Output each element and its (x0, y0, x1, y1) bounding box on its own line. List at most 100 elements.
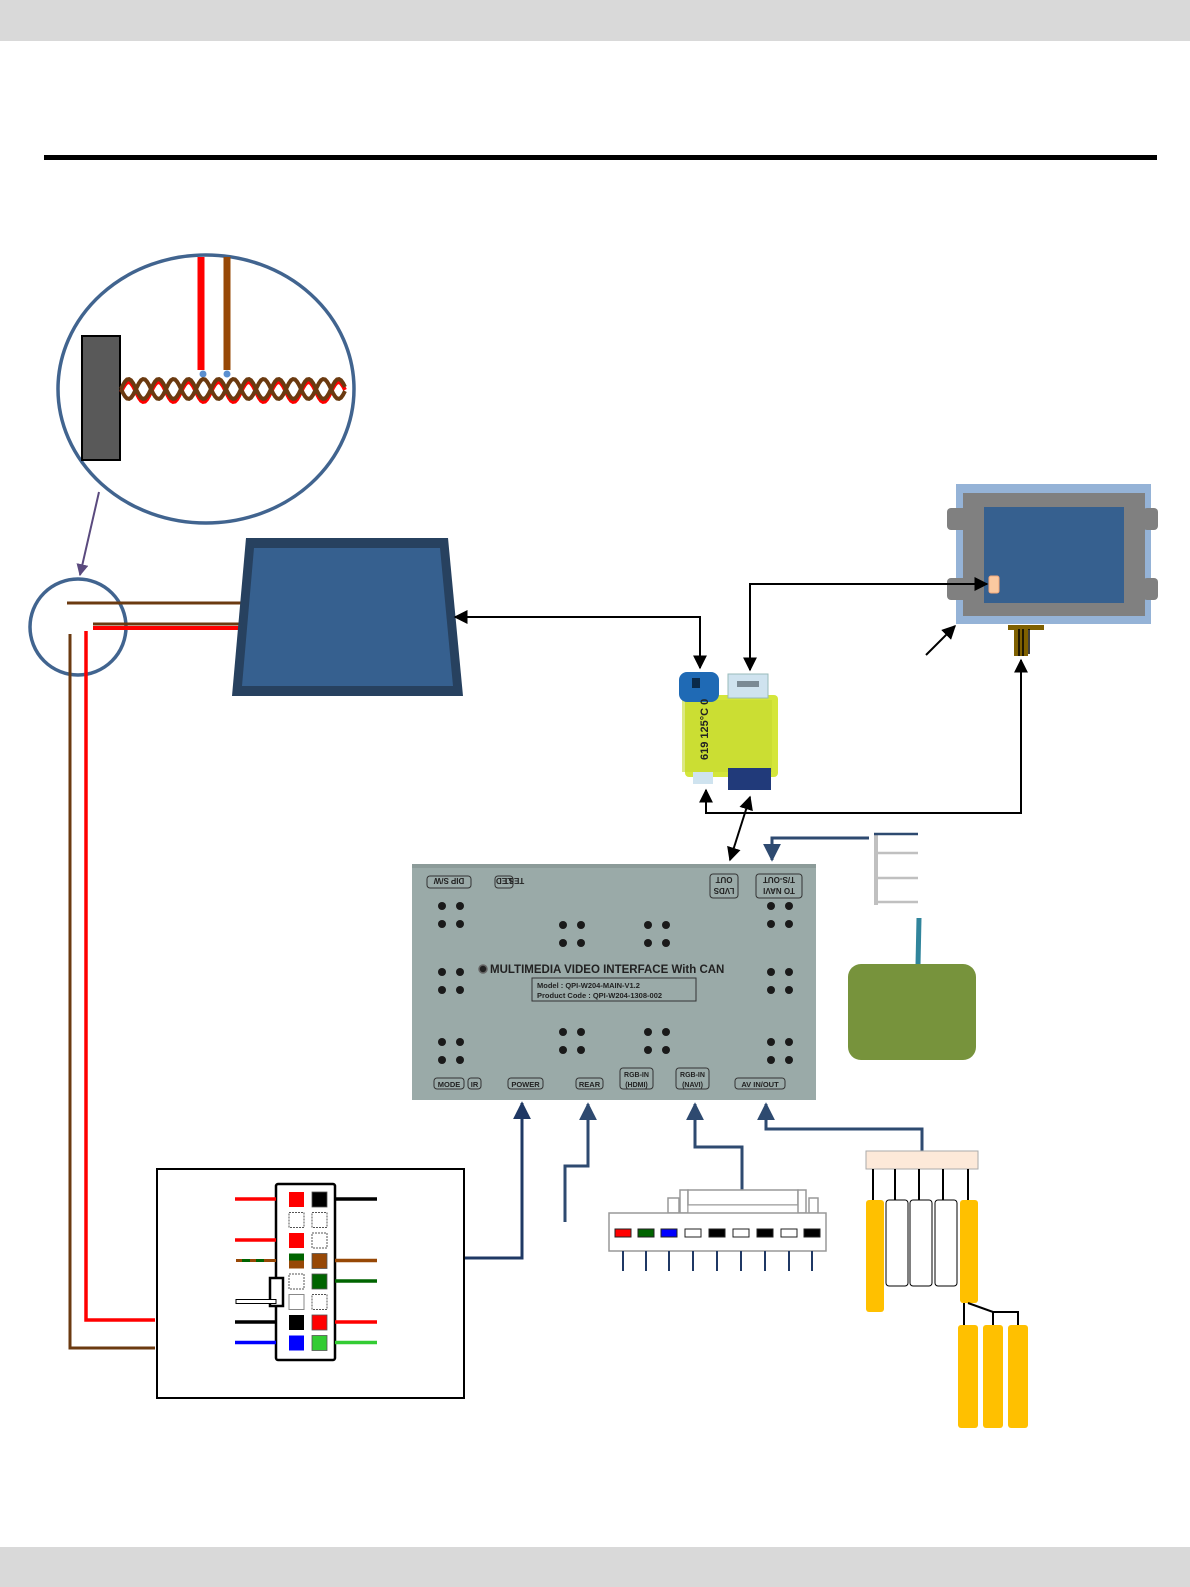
splice-point (199, 370, 207, 378)
ribbon-cable (1014, 629, 1028, 656)
model-text: Model : QPI-W204-MAIN-V1.2 (537, 981, 640, 990)
label-mode: MODE (438, 1080, 461, 1089)
screw-hole (577, 1046, 585, 1054)
product-code-text: Product Code : QPI-W204-1308-002 (537, 991, 662, 1000)
arrow-adapter-to-ribbon (699, 658, 1028, 814)
screw-hole (662, 1046, 670, 1054)
screw-hole (644, 1028, 652, 1036)
screw-hole (662, 921, 670, 929)
arrow-touch-to-interface (763, 836, 869, 862)
adapter-print-text: 619 125°C 0 (699, 699, 711, 760)
screw-hole (456, 920, 464, 928)
screw-hole (559, 1046, 567, 1054)
screw-hole (767, 902, 775, 910)
lvds-adapter: 619 125°C 0 (679, 672, 778, 790)
screw-hole (456, 1038, 464, 1046)
av-plug-yellow (866, 1200, 884, 1312)
rgb-pin-white (684, 1228, 702, 1238)
av-harness (865, 1150, 1028, 1428)
power-pin-red (289, 1233, 304, 1248)
twisted-wire-brown (119, 376, 347, 402)
monitor-pointer-arrow (925, 625, 956, 656)
screw-hole (785, 902, 793, 910)
arrow-adapter-to-monitor (743, 577, 989, 672)
screw-hole (577, 921, 585, 929)
label-led: LED (496, 876, 512, 885)
screw-hole (662, 939, 670, 947)
rgb-pin-green (637, 1228, 655, 1238)
label-rgb-in-hdmi: RGB-IN (624, 1072, 649, 1079)
screw-hole (559, 921, 567, 929)
label-hdmi: (HDMI) (625, 1082, 648, 1089)
detail-pointer-arrow (76, 491, 100, 577)
power-pin-black (311, 1191, 328, 1208)
power-pin-empty (311, 1232, 328, 1249)
power-pin-brown (311, 1253, 328, 1269)
title-bullet-icon (478, 964, 488, 974)
mount-tab (1143, 508, 1158, 530)
adapter-bottom-port (728, 768, 771, 790)
mount-tab (1143, 578, 1158, 600)
mount-tab (947, 508, 967, 530)
model-box (531, 977, 697, 1002)
rgb-pin-black (708, 1228, 726, 1238)
label-test: TEST (504, 876, 525, 885)
screw-hole (559, 939, 567, 947)
power-pin-empty (311, 1294, 328, 1310)
label-navi: (NAVI) (682, 1082, 703, 1089)
label-ts-out: T/S-OUT (763, 875, 795, 884)
power-pin-empty (288, 1273, 305, 1290)
screw-hole (438, 986, 446, 994)
monitor-screen (984, 507, 1124, 603)
arrow-av (757, 1102, 924, 1152)
arrow-rgb-navi (686, 1102, 744, 1192)
screw-hole (767, 986, 775, 994)
label-power: POWER (511, 1080, 540, 1089)
power-connector-box (156, 1168, 465, 1399)
arrow-power (465, 1101, 531, 1260)
arrow-rear (563, 1102, 597, 1222)
label-dip-sw: DIP S/W (433, 876, 464, 885)
splice-point (223, 370, 231, 378)
adapter-white-plug-slot (737, 681, 759, 687)
adapter-bottom-plug (693, 772, 713, 784)
screw-hole (644, 939, 652, 947)
screw-hole (785, 986, 793, 994)
module-cable (915, 917, 922, 966)
power-pin-empty (311, 1212, 328, 1228)
power-pin-green (289, 1253, 304, 1261)
power-pin-green (311, 1273, 328, 1290)
screw-holes (438, 902, 793, 1064)
screw-hole (438, 1038, 446, 1046)
connector-block (81, 335, 121, 461)
rgb-pin-black (803, 1228, 821, 1238)
wire-red-down (84, 631, 155, 1322)
olive-module (848, 964, 976, 1060)
av-plug-white (934, 1199, 958, 1287)
screw-hole (785, 1038, 793, 1046)
interface-title: MULTIMEDIA VIDEO INTERFACE With CAN (490, 964, 724, 976)
screw-hole (438, 920, 446, 928)
label-lvds-out: OUT (715, 875, 732, 884)
power-pin-red (311, 1314, 328, 1331)
wire-brown-down (68, 634, 155, 1350)
screw-hole (767, 1056, 775, 1064)
wire-white (235, 1299, 277, 1304)
label-ir: IR (471, 1080, 479, 1089)
rgb-pin-white (780, 1228, 798, 1238)
av-plug-white (909, 1199, 933, 1287)
rgb-pin-red (614, 1228, 632, 1238)
screw-hole (785, 968, 793, 976)
screw-hole (767, 920, 775, 928)
header-band (0, 0, 1190, 41)
screw-hole (577, 939, 585, 947)
screw-hole (785, 920, 793, 928)
screw-hole (767, 968, 775, 976)
monitor-port (988, 575, 1000, 594)
head-unit-screen (232, 538, 463, 696)
adapter-tape (682, 700, 772, 772)
screw-hole (456, 1056, 464, 1064)
interface-top-edge (412, 864, 816, 868)
connector-housing (274, 1182, 337, 1362)
